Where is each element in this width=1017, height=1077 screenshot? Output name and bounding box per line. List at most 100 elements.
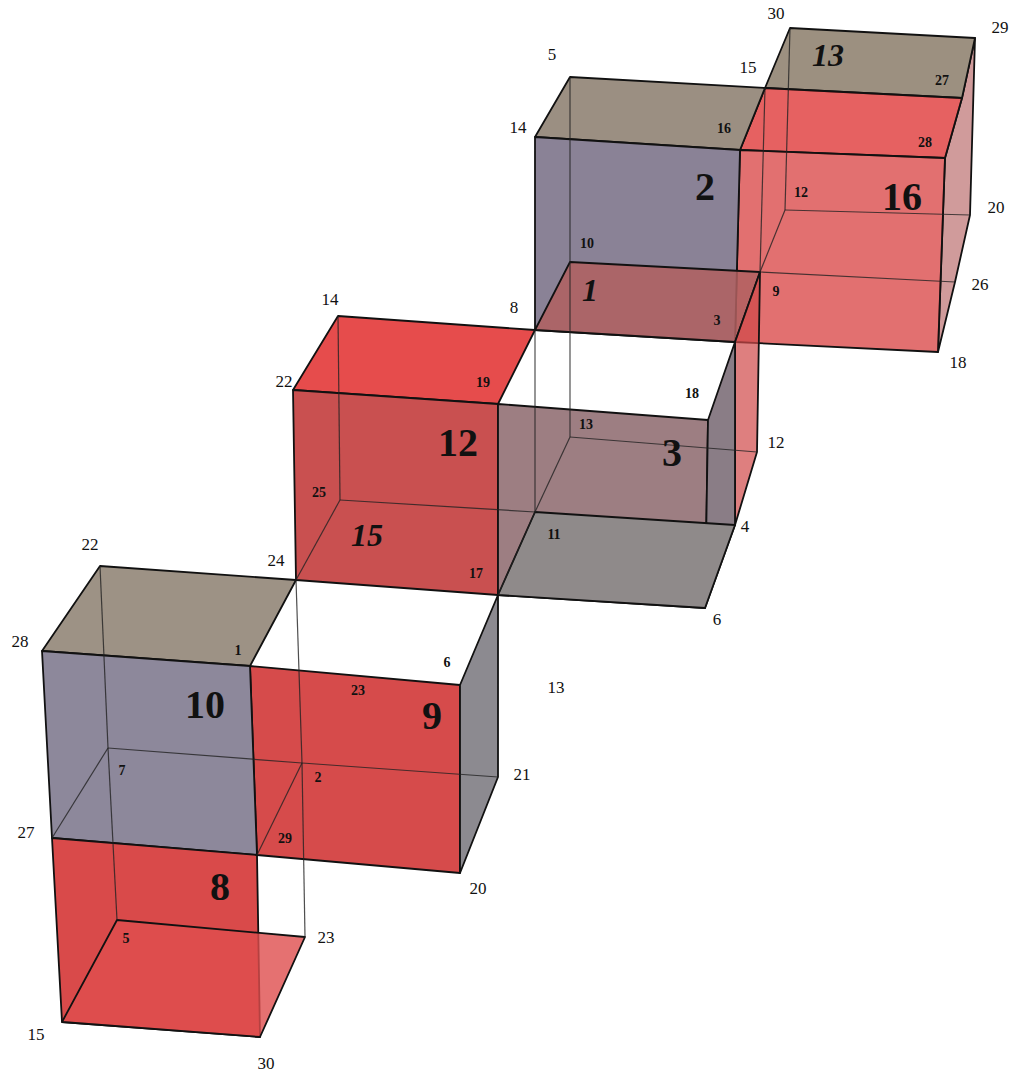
vertex-number-anchor: 18 [685, 384, 699, 402]
hidden-edge [302, 763, 498, 777]
face-number: 8 [210, 864, 230, 909]
vertex-number-anchor: 6 [713, 611, 722, 629]
vertex-number-anchor: 17 [469, 564, 483, 582]
vertex-number-anchor: 10 [580, 234, 594, 252]
vertex-number: 28 [918, 135, 932, 150]
hidden-edge [760, 210, 785, 272]
face-number: 12 [438, 420, 478, 465]
hidden-edge [785, 210, 970, 215]
vertex-number: 16 [717, 121, 731, 136]
cube-face [293, 390, 498, 595]
vertex-number: 23 [351, 683, 365, 698]
vertex-number: 2 [315, 770, 322, 785]
face-number-anchor: 8 [210, 867, 230, 907]
vertex-number-anchor: 16 [717, 119, 731, 137]
vertex-number: 22 [276, 372, 293, 391]
face-number-anchor: 1 [582, 274, 598, 306]
vertex-number: 18 [685, 386, 699, 401]
vertex-number-anchor: 2 [315, 768, 322, 786]
face-number: 2 [695, 164, 715, 209]
face-number-anchor: 12 [438, 423, 478, 463]
vertex-number-anchor: 1 [235, 641, 242, 659]
vertex-number: 6 [444, 655, 451, 670]
vertex-number-anchor: 5 [548, 46, 557, 64]
face-number-anchor: 3 [662, 433, 682, 473]
vertex-number: 12 [794, 185, 808, 200]
cube-face [740, 88, 962, 158]
cube-face [250, 666, 460, 873]
cube-face [535, 262, 760, 342]
vertex-number-anchor: 12 [768, 434, 785, 452]
vertex-number-anchor: 28 [12, 633, 29, 651]
vertex-number: 17 [469, 566, 483, 581]
hidden-edge [340, 500, 535, 512]
hidden-edge [785, 28, 790, 210]
vertex-number: 29 [992, 18, 1009, 37]
face-number-anchor: 13 [812, 39, 844, 71]
face-number-anchor: 9 [422, 696, 442, 736]
vertex-number: 22 [82, 535, 99, 554]
face-number: 15 [351, 517, 383, 553]
cube-face [735, 272, 760, 525]
vertex-number: 29 [278, 831, 292, 846]
hidden-edge [302, 763, 305, 937]
vertex-number: 6 [713, 610, 722, 629]
hidden-edge [569, 262, 570, 437]
vertex-number-anchor: 5 [123, 929, 130, 947]
vertex-number-anchor: 11 [547, 525, 560, 543]
vertex-number-anchor: 20 [988, 199, 1005, 217]
cube-face [498, 512, 735, 608]
hidden-edge [338, 316, 340, 500]
vertex-number-anchor: 15 [28, 1026, 45, 1044]
vertex-number-anchor: 29 [992, 19, 1009, 37]
cube-face [765, 28, 975, 98]
vertex-number-anchor: 8 [510, 299, 519, 317]
face-number-anchor: 16 [882, 177, 922, 217]
vertex-number: 4 [741, 517, 750, 536]
vertex-number-anchor: 3 [714, 311, 721, 329]
vertex-number-anchor: 18 [950, 354, 967, 372]
vertex-number-anchor: 30 [768, 5, 785, 23]
vertex-number-anchor: 14 [510, 119, 527, 137]
vertex-number: 9 [773, 284, 780, 299]
vertex-number-anchor: 4 [741, 518, 750, 536]
vertex-number-anchor: 28 [918, 133, 932, 151]
hidden-edge [257, 763, 302, 855]
vertex-number-anchor: 23 [351, 681, 365, 699]
vertex-number-anchor: 14 [322, 291, 339, 309]
face-number: 3 [662, 430, 682, 475]
vertex-number: 26 [972, 275, 989, 294]
vertex-number: 27 [18, 823, 35, 842]
hidden-edge [100, 566, 108, 748]
hidden-edge [569, 77, 570, 262]
vertex-number: 30 [768, 4, 785, 23]
vertex-number: 3 [714, 313, 721, 328]
vertex-number: 1 [235, 643, 242, 658]
vertex-number: 20 [988, 198, 1005, 217]
vertex-number-anchor: 30 [258, 1055, 275, 1073]
vertex-number: 23 [318, 928, 335, 947]
face-number-anchor: 15 [351, 519, 383, 551]
cube-face [460, 595, 498, 873]
face-number: 16 [882, 174, 922, 219]
hidden-edge [498, 512, 535, 595]
vertex-number: 12 [768, 433, 785, 452]
face-number: 13 [812, 37, 844, 73]
vertex-number-anchor: 7 [119, 761, 126, 779]
vertex-number: 15 [740, 58, 757, 77]
vertex-number: 10 [580, 236, 594, 251]
hidden-edge [535, 437, 570, 512]
vertex-number: 18 [950, 353, 967, 372]
cube-face [42, 566, 296, 666]
face-number-anchor: 2 [695, 167, 715, 207]
vertex-number: 13 [579, 417, 593, 432]
vertex-number: 28 [12, 632, 29, 651]
vertex-number: 19 [476, 375, 490, 390]
vertex-number-anchor: 9 [773, 282, 780, 300]
hidden-edge [108, 748, 117, 920]
vertex-number-anchor: 12 [794, 183, 808, 201]
hidden-edge [108, 748, 302, 763]
hidden-edge [52, 748, 108, 838]
